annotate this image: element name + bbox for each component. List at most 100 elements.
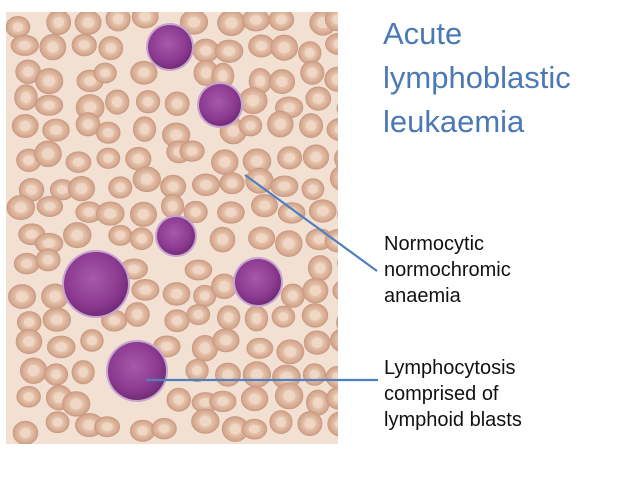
central-pallor xyxy=(190,207,201,217)
central-pallor xyxy=(250,368,264,381)
central-pallor xyxy=(136,233,147,244)
central-pallor xyxy=(127,264,141,274)
red-blood-cells xyxy=(6,12,338,444)
central-pallor xyxy=(282,102,296,113)
lymphocytosis-annotation: Lymphocytosis comprised of lymphoid blas… xyxy=(384,355,522,433)
central-pallor xyxy=(333,393,338,404)
annotation-line: anaemia xyxy=(384,285,461,307)
central-pallor xyxy=(50,369,62,380)
title-line-1: Acute xyxy=(383,16,463,51)
central-pallor xyxy=(278,42,291,54)
central-pallor xyxy=(199,397,212,408)
central-pallor xyxy=(282,237,295,250)
central-pallor xyxy=(229,423,242,435)
central-pallor xyxy=(192,265,205,275)
central-pallor xyxy=(137,426,149,436)
central-pallor xyxy=(255,75,266,87)
central-pallor xyxy=(276,76,288,88)
central-pallor xyxy=(309,369,320,380)
central-pallor xyxy=(249,15,263,25)
central-pallor xyxy=(278,311,289,322)
central-pallor xyxy=(82,119,94,130)
central-pallor xyxy=(82,17,94,28)
red-blood-cell xyxy=(327,411,338,437)
blast-nucleus xyxy=(108,342,166,400)
red-blood-cell xyxy=(336,315,338,330)
central-pallor xyxy=(226,178,238,188)
central-pallor xyxy=(309,285,322,297)
central-pallor xyxy=(78,40,90,50)
central-pallor xyxy=(316,205,329,217)
central-pallor xyxy=(71,229,84,241)
central-pallor xyxy=(223,312,234,323)
blast-nucleus xyxy=(157,217,195,255)
central-pallor xyxy=(160,341,173,352)
central-pallor xyxy=(253,343,266,353)
central-pallor xyxy=(246,94,260,107)
central-pallor xyxy=(131,309,143,320)
central-pallor xyxy=(56,185,68,195)
central-pallor xyxy=(101,422,113,432)
annotation-line: Normocytic xyxy=(384,233,485,255)
central-pallor xyxy=(22,66,34,78)
central-pallor xyxy=(310,151,322,163)
central-pallor xyxy=(251,312,262,325)
central-pallor xyxy=(102,127,114,138)
blast-nucleus xyxy=(199,84,241,126)
central-pallor xyxy=(307,67,318,78)
central-pallor xyxy=(255,233,268,244)
central-pallor xyxy=(253,175,266,187)
red-blood-cell xyxy=(326,386,338,410)
red-blood-cell xyxy=(332,281,338,300)
central-pallor xyxy=(313,234,326,244)
central-pallor xyxy=(333,39,338,49)
central-pallor xyxy=(331,73,338,85)
central-pallor xyxy=(83,207,95,217)
central-pallor xyxy=(75,183,88,195)
central-pallor xyxy=(72,157,85,167)
central-pallor xyxy=(132,153,145,164)
blood-smear-micrograph xyxy=(6,12,338,444)
central-pallor xyxy=(173,394,185,405)
title-line-3: leukaemia xyxy=(383,104,525,139)
central-pallor xyxy=(47,41,59,53)
central-pallor xyxy=(305,120,317,132)
central-pallor xyxy=(25,229,38,239)
central-pallor xyxy=(312,93,324,104)
central-pallor xyxy=(139,12,152,22)
central-pallor xyxy=(248,424,260,434)
central-pallor xyxy=(227,125,240,137)
central-pallor xyxy=(216,233,229,246)
central-pallor xyxy=(103,153,114,163)
red-blood-cell xyxy=(324,66,338,92)
red-blood-cell xyxy=(325,32,338,55)
central-pallor xyxy=(224,207,237,218)
central-pallor xyxy=(275,416,286,428)
central-pallor xyxy=(280,371,293,383)
red-blood-cell xyxy=(334,149,338,168)
central-pallor xyxy=(70,398,83,410)
central-pallor xyxy=(275,14,287,25)
central-pallor xyxy=(12,22,24,32)
central-pallor xyxy=(14,202,27,213)
central-pallor xyxy=(334,419,338,429)
central-pallor xyxy=(284,152,296,163)
annotation-line: lymphoid blasts xyxy=(384,409,522,431)
central-pallor xyxy=(245,120,256,131)
central-pallor xyxy=(137,67,150,78)
central-pallor xyxy=(19,427,31,439)
central-pallor xyxy=(222,46,236,57)
lymphoid-blast-cells xyxy=(62,23,283,402)
central-pallor xyxy=(192,365,203,376)
central-pallor xyxy=(284,346,297,358)
central-pallor xyxy=(187,16,201,28)
central-pallor xyxy=(193,309,204,320)
central-pallor xyxy=(199,179,213,190)
red-blood-cell xyxy=(336,103,338,114)
central-pallor xyxy=(142,96,154,107)
central-pallor xyxy=(86,335,98,346)
central-pallor xyxy=(23,155,35,166)
central-pallor xyxy=(139,123,150,135)
central-pallor xyxy=(111,96,123,108)
central-pallor xyxy=(139,285,152,295)
